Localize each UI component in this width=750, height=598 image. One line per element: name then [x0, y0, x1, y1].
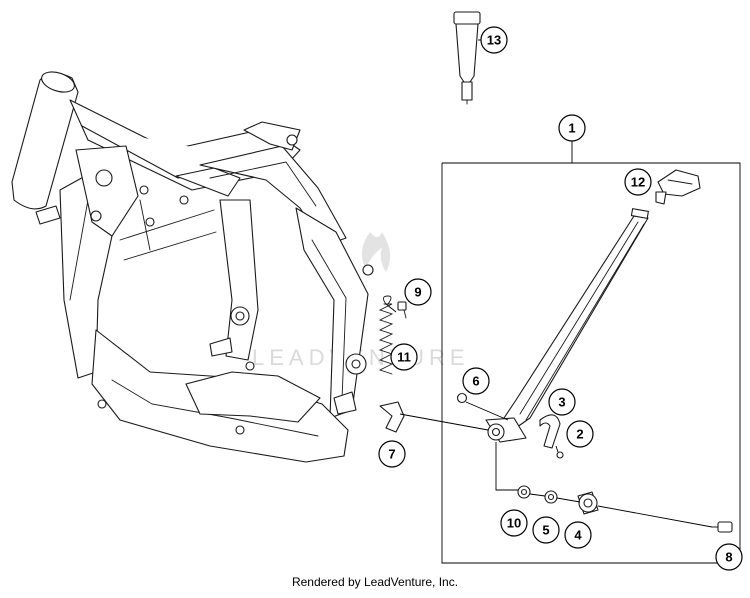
callout-9[interactable]: 9 [404, 278, 432, 306]
leader-lines [385, 39, 713, 528]
svg-text:3: 3 [558, 395, 565, 410]
washer-10[interactable] [517, 485, 531, 499]
side-stand[interactable] [485, 208, 649, 443]
svg-text:12: 12 [631, 175, 645, 190]
svg-text:4: 4 [574, 528, 582, 543]
grease-tube-13[interactable] [453, 11, 481, 105]
svg-text:9: 9 [414, 285, 421, 300]
callout-4[interactable]: 4 [564, 521, 592, 549]
frame-illustration[interactable] [11, 68, 374, 463]
spring-hook-bracket[interactable] [539, 414, 564, 459]
spring-11[interactable] [378, 295, 394, 375]
foot-pad[interactable] [655, 169, 701, 205]
callout-6[interactable]: 6 [462, 367, 490, 395]
callout-1[interactable]: 1 [558, 114, 586, 142]
stop-plate-7[interactable] [379, 401, 405, 433]
callout-11[interactable]: 11 [390, 343, 418, 371]
svg-text:10: 10 [507, 516, 521, 531]
svg-text:13: 13 [487, 33, 501, 48]
svg-text:6: 6 [472, 374, 479, 389]
callout-12[interactable]: 12 [624, 168, 652, 196]
callout-2[interactable]: 2 [566, 420, 594, 448]
callout-10[interactable]: 10 [500, 509, 528, 537]
svg-text:7: 7 [388, 447, 395, 462]
watermark-flame-icon [361, 232, 391, 272]
callout-13[interactable]: 13 [480, 26, 508, 54]
svg-text:8: 8 [725, 550, 732, 565]
svg-text:1: 1 [568, 121, 575, 136]
callout-5[interactable]: 5 [532, 516, 560, 544]
callout-7[interactable]: 7 [378, 440, 406, 468]
bushing-4[interactable] [577, 491, 599, 515]
svg-text:5: 5 [542, 523, 549, 538]
callout-8[interactable]: 8 [715, 543, 743, 571]
footer-credit: Rendered by LeadVenture, Inc. [291, 575, 459, 589]
svg-text:11: 11 [397, 350, 411, 365]
nut-6[interactable] [456, 392, 468, 404]
callout-3[interactable]: 3 [548, 388, 576, 416]
svg-text:2: 2 [576, 427, 583, 442]
bolt-9[interactable] [397, 301, 407, 319]
washer-5[interactable] [544, 490, 558, 504]
bolt-8[interactable] [711, 521, 733, 533]
